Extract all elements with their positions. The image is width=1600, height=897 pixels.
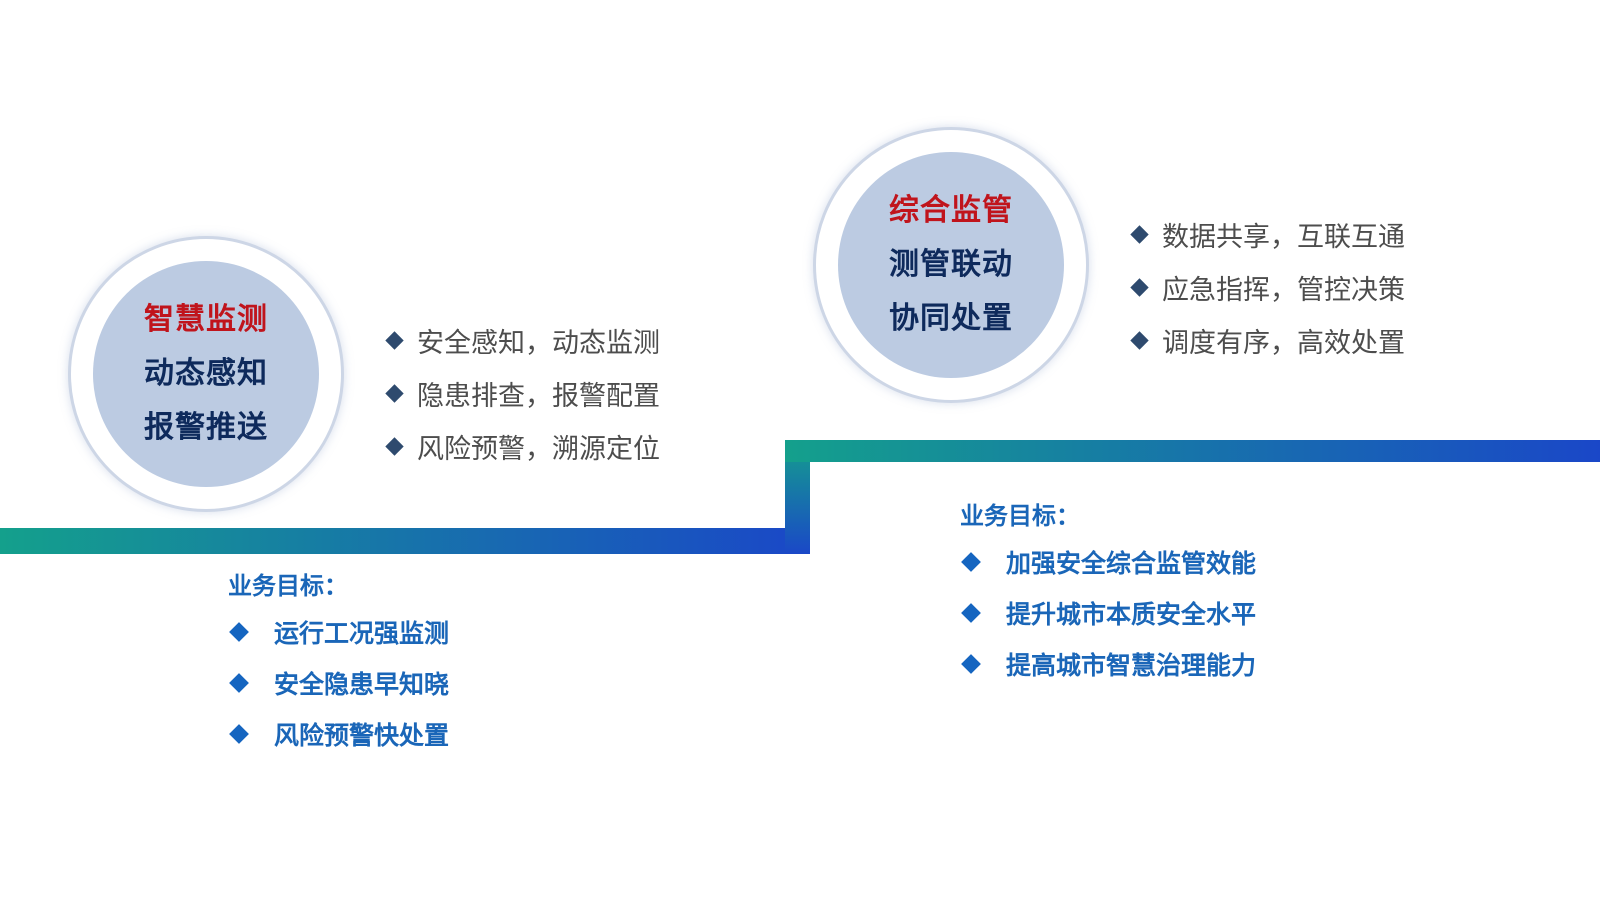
stage2-feature-item: 调度有序，高效处置 (1130, 314, 1405, 367)
goal-text: 安全隐患早知晓 (274, 669, 450, 699)
stage1-circle-title: 智慧监测 (144, 302, 268, 337)
stage1-goal-item: 运行工况强监测 (228, 606, 449, 657)
stage2-circle-inner: 综合监管 测管联动 协同处置 (838, 152, 1064, 378)
diamond-bullet-icon (1130, 225, 1149, 244)
diamond-bullet-icon (385, 331, 404, 350)
diamond-bullet-icon (961, 653, 981, 674)
stage1-feature-item: 隐患排查，报警配置 (385, 367, 660, 420)
diamond-bullet-icon (229, 621, 249, 642)
feature-text: 应急指挥，管控决策 (1162, 275, 1405, 306)
stage2-goal-item: 提升城市本质安全水平 (960, 587, 1256, 638)
diamond-bullet-icon (961, 602, 981, 623)
stage1-goal-item: 安全隐患早知晓 (228, 657, 449, 708)
stage1-goal-item: 风险预警快处置 (228, 708, 449, 759)
lower-step-bar (0, 528, 810, 554)
feature-text: 隐患排查，报警配置 (417, 381, 660, 412)
feature-text: 数据共享，互联互通 (1162, 222, 1405, 253)
stage2-goal-block: 业务目标： 加强安全综合监管效能 提升城市本质安全水平 提高城市智慧治理能力 (960, 496, 1256, 689)
stage2-circle-line3: 协同处置 (889, 301, 1013, 336)
stage2-goal-list: 加强安全综合监管效能 提升城市本质安全水平 提高城市智慧治理能力 (960, 536, 1256, 689)
stage2-goal-item: 加强安全综合监管效能 (960, 536, 1256, 587)
stage2-circle-line2: 测管联动 (889, 247, 1013, 282)
goal-text: 提升城市本质安全水平 (1006, 599, 1257, 629)
stage2-feature-item: 数据共享，互联互通 (1130, 208, 1405, 261)
diamond-bullet-icon (385, 384, 404, 403)
stage1-circle-line3: 报警推送 (144, 410, 268, 445)
stage1-feature-list: 安全感知，动态监测 隐患排查，报警配置 风险预警，溯源定位 (385, 314, 660, 473)
upper-step-bar (785, 440, 1600, 462)
goal-text: 运行工况强监测 (274, 618, 450, 648)
goal-text: 风险预警快处置 (274, 720, 450, 750)
stage2-feature-list: 数据共享，互联互通 应急指挥，管控决策 调度有序，高效处置 (1130, 208, 1405, 367)
goal-text: 加强安全综合监管效能 (1006, 548, 1257, 578)
diamond-bullet-icon (1130, 278, 1149, 297)
diamond-bullet-icon (229, 723, 249, 744)
feature-text: 安全感知，动态监测 (417, 328, 660, 359)
stage1-goal-title: 业务目标： (228, 572, 348, 600)
goal-text: 提高城市智慧治理能力 (1006, 650, 1257, 680)
stage2-goal-title: 业务目标： (960, 502, 1080, 530)
stage1-circle-inner: 智慧监测 动态感知 报警推送 (93, 261, 319, 487)
stage2-circle: 综合监管 测管联动 协同处置 (813, 127, 1089, 403)
stage1-feature-item: 安全感知，动态监测 (385, 314, 660, 367)
stage2-circle-title: 综合监管 (889, 193, 1013, 228)
stage1-circle-line2: 动态感知 (144, 356, 268, 391)
stage1-circle: 智慧监测 动态感知 报警推送 (68, 236, 344, 512)
diamond-bullet-icon (1130, 331, 1149, 350)
stage1-goal-block: 业务目标： 运行工况强监测 安全隐患早知晓 风险预警快处置 (228, 566, 449, 759)
feature-text: 风险预警，溯源定位 (417, 434, 660, 465)
stage2-goal-item: 提高城市智慧治理能力 (960, 638, 1256, 689)
diamond-bullet-icon (385, 437, 404, 456)
stage2-feature-item: 应急指挥，管控决策 (1130, 261, 1405, 314)
stage1-goal-list: 运行工况强监测 安全隐患早知晓 风险预警快处置 (228, 606, 449, 759)
diamond-bullet-icon (961, 551, 981, 572)
stage1-feature-item: 风险预警，溯源定位 (385, 420, 660, 473)
diamond-bullet-icon (229, 672, 249, 693)
feature-text: 调度有序，高效处置 (1162, 328, 1405, 359)
